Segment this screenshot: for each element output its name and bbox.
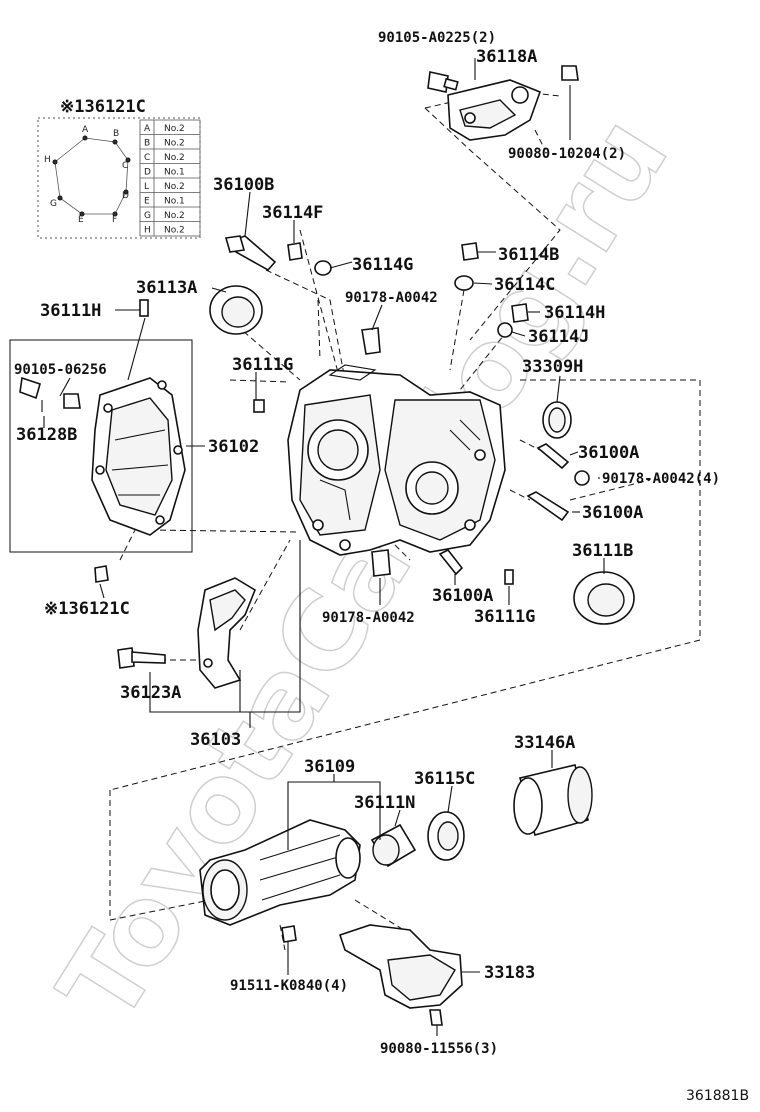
legend-value: No.1 (164, 197, 185, 207)
legend-value: No.2 (164, 182, 185, 192)
label-36114h: 36114H (544, 303, 605, 323)
label-36111g-top: 36111G (232, 355, 293, 375)
label-36100a-3: 36100A (432, 586, 493, 606)
legend-value: No.1 (164, 168, 185, 178)
legend-value: No.2 (164, 226, 185, 236)
legend-key: B (144, 139, 150, 149)
legend-key: C (144, 153, 150, 163)
label-90105-06256: 90105-06256 (14, 362, 107, 378)
legend-key: A (144, 124, 151, 134)
seal-36113a (209, 285, 263, 335)
label-36109: 36109 (304, 757, 355, 777)
label-36103: 36103 (190, 730, 241, 750)
transfer-case-36102 (287, 364, 506, 556)
label-36100a-2: 36100A (582, 503, 643, 523)
label-90178-a0042-top: 90178-A0042 (345, 290, 438, 306)
label-36114c: 36114C (494, 275, 555, 295)
legend-value: No.2 (164, 124, 185, 134)
bushing-36111n (370, 823, 417, 868)
small-fasteners-top (139, 235, 529, 413)
bracket-36118a (427, 65, 579, 141)
leader-lines (43, 58, 605, 1036)
label-91511-k0840: 91511-K0840(4) (230, 978, 348, 994)
label-36118a: 36118A (476, 47, 537, 67)
label-36128b: 36128B (16, 425, 77, 445)
octagon-letter: H (44, 155, 51, 165)
legend-key: L (144, 182, 149, 192)
watermark: ToyotaCatalog.ru (36, 96, 693, 1043)
right-fasteners (371, 401, 635, 625)
label-36111h: 36111H (40, 301, 101, 321)
part-labels: 90105-A0225(2) 36118A 90080-10204(2) ※13… (14, 30, 749, 1104)
label-36121c-top: ※136121C (60, 97, 146, 117)
label-90178-a0042-bot: 90178-A0042 (322, 610, 415, 626)
legend-value: No.2 (164, 139, 185, 149)
legend-value: No.2 (164, 211, 185, 221)
octagon-letter: A (82, 125, 89, 135)
label-36111b: 36111B (572, 541, 633, 561)
label-36123a: 36123A (120, 683, 181, 703)
legend-key: H (144, 226, 151, 236)
label-90105-a0225: 90105-A0225(2) (378, 30, 496, 46)
octagon-letter: G (50, 199, 57, 209)
octagon-letter: E (78, 215, 84, 225)
inset-tightening-order: A B C D F E G H A No.2 B No.2 C No.2 D N… (37, 117, 201, 239)
seal-36115c (427, 811, 465, 861)
label-90080-11556: 90080-11556(3) (380, 1041, 498, 1057)
label-36102: 36102 (208, 437, 259, 457)
legend-key: E (144, 197, 150, 207)
bracket-36103 (94, 565, 256, 689)
extension-housing-36109 (199, 819, 361, 943)
label-33146a: 33146A (514, 733, 575, 753)
legend-table: A No.2 B No.2 C No.2 D No.1 L No.2 E No.… (139, 119, 201, 237)
label-36114f: 36114F (262, 203, 323, 223)
assembly-guide-lines (109, 89, 701, 1026)
mount-33183 (338, 924, 463, 1026)
legend-key: D (144, 168, 151, 178)
label-90080-10204: 90080-10204(2) (508, 146, 626, 162)
label-36115c: 36115C (414, 769, 475, 789)
legend-value: No.2 (164, 153, 185, 163)
legend-key: G (144, 211, 151, 221)
label-36111n: 36111N (354, 793, 415, 813)
label-33183: 33183 (484, 963, 535, 983)
label-90178-a0042-4: 90178-A0042(4) (602, 471, 720, 487)
label-36114b: 36114B (498, 245, 559, 265)
label-36100b: 36100B (213, 175, 274, 195)
cover-33146a (513, 764, 593, 836)
octagon-letter: B (113, 129, 119, 139)
label-36114j: 36114J (528, 327, 589, 347)
label-36113a: 36113A (136, 278, 197, 298)
label-33309h: 33309H (522, 357, 583, 377)
octagon-letter: C (122, 161, 128, 171)
label-36111g-bot: 36111G (474, 607, 535, 627)
octagon-letter: D (122, 191, 129, 201)
cover-box (9, 339, 193, 553)
diagram-id: 361881B (686, 1088, 749, 1104)
label-36114g: 36114G (352, 255, 413, 275)
label-36121c-bot: ※136121C (44, 599, 130, 619)
octagon-letter: F (112, 215, 117, 225)
label-36100a-1: 36100A (578, 443, 639, 463)
